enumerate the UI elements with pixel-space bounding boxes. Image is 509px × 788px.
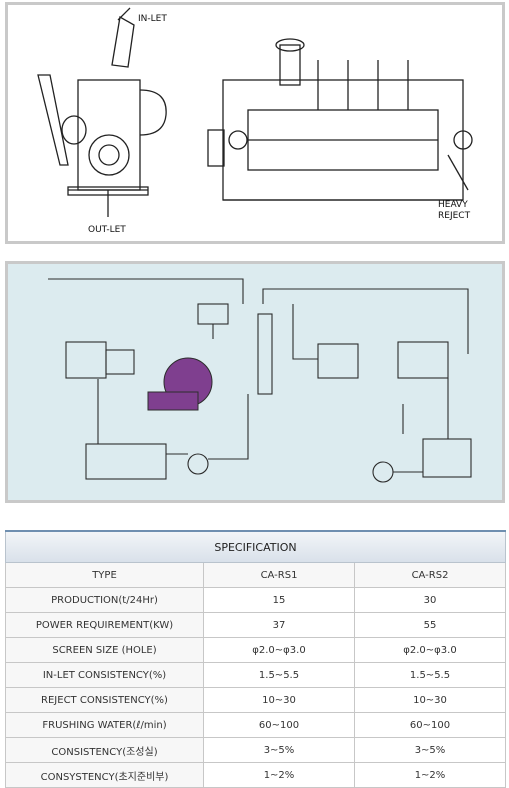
cell-ca-rs1: 1~2% xyxy=(203,762,355,788)
table-row: IN-LET CONSISTENCY(%) 1.5~5.5 1.5~5.5 xyxy=(5,662,506,688)
inlet-label: IN-LET xyxy=(138,14,167,24)
row-label: PRODUCTION(t/24Hr) xyxy=(5,587,204,613)
row-label: REJECT CONSISTENCY(%) xyxy=(5,687,204,713)
cell-ca-rs1: 10~30 xyxy=(203,687,355,713)
cell-ca-rs2: 30 xyxy=(354,587,506,613)
cell-ca-rs2: φ2.0~φ3.0 xyxy=(354,637,506,663)
cell-ca-rs2: 1.5~5.5 xyxy=(354,662,506,688)
cell-ca-rs1: 3~5% xyxy=(203,737,355,763)
row-label: CONSISTENCY(조성실) xyxy=(5,737,204,763)
heavy-reject-label-line1: HEAVY xyxy=(438,200,468,210)
specification-table-container: SPECIFICATION TYPE CA-RS1 CA-RS2 PRODUCT… xyxy=(5,530,506,788)
table-row: CONSISTENCY(조성실) 3~5% 3~5% xyxy=(5,737,506,763)
table-row: CONSYSTENCY(초지준비부) 1~2% 1~2% xyxy=(5,762,506,788)
table-row: PRODUCTION(t/24Hr) 15 30 xyxy=(5,587,506,613)
machine-drawing: IN-LET OUT-LET HEAVY REJECT xyxy=(37,7,473,235)
heavy-reject-label-line2: REJECT xyxy=(438,211,471,221)
row-label: CONSYSTENCY(초지준비부) xyxy=(5,762,204,788)
column-header: TYPE xyxy=(5,562,204,588)
cell-ca-rs1: 37 xyxy=(203,612,355,638)
row-label: IN-LET CONSISTENCY(%) xyxy=(5,662,204,688)
row-label: SCREEN SIZE (HOLE) xyxy=(5,637,204,663)
cell-ca-rs2: 55 xyxy=(354,612,506,638)
row-label: FRUSHING WATER(ℓ/min) xyxy=(5,712,204,738)
cell-ca-rs2: 3~5% xyxy=(354,737,506,763)
table-row: REJECT CONSISTENCY(%) 10~30 10~30 xyxy=(5,687,506,713)
cell-ca-rs1: 15 xyxy=(203,587,355,613)
specification-table: SPECIFICATION TYPE CA-RS1 CA-RS2 PRODUCT… xyxy=(5,530,506,788)
cell-ca-rs1: 1.5~5.5 xyxy=(203,662,355,688)
cell-ca-rs2: 10~30 xyxy=(354,687,506,713)
process-flow-panel xyxy=(5,261,505,503)
cell-ca-rs2: 60~100 xyxy=(354,712,506,738)
cell-ca-rs1: 60~100 xyxy=(203,712,355,738)
column-header: CA-RS2 xyxy=(354,562,506,588)
cell-ca-rs2: 1~2% xyxy=(354,762,506,788)
specification-caption: SPECIFICATION xyxy=(5,530,506,563)
machine-drawing-panel: IN-LET OUT-LET HEAVY REJECT xyxy=(5,2,505,244)
table-row: FRUSHING WATER(ℓ/min) 60~100 60~100 xyxy=(5,712,506,738)
table-header-row: TYPE CA-RS1 CA-RS2 xyxy=(5,562,506,588)
outlet-label: OUT-LET xyxy=(88,225,126,235)
row-label: POWER REQUIREMENT(KW) xyxy=(5,612,204,638)
table-row: POWER REQUIREMENT(KW) 37 55 xyxy=(5,612,506,638)
table-row: SCREEN SIZE (HOLE) φ2.0~φ3.0 φ2.0~φ3.0 xyxy=(5,637,506,663)
process-flow-diagram xyxy=(48,278,472,483)
cell-ca-rs1: φ2.0~φ3.0 xyxy=(203,637,355,663)
column-header: CA-RS1 xyxy=(203,562,355,588)
